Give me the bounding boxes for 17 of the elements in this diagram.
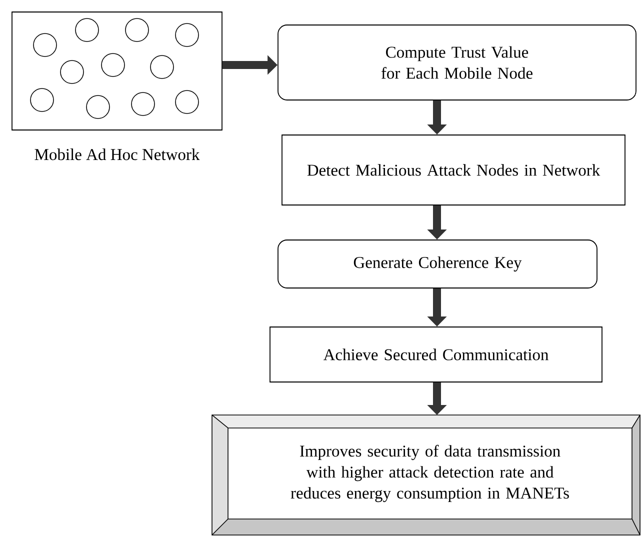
mobile-node-circle	[101, 53, 125, 77]
process-box: Achieve Secured Communication	[270, 326, 602, 382]
beveled-box: Improves security of data transmission with higher attack detection rate and reduces energy consumption in MANETs	[212, 414, 640, 536]
mobile-node-circle	[33, 33, 57, 57]
mobile-node-circle	[60, 60, 84, 84]
process-box: Generate Coherence Key	[278, 240, 598, 288]
mobile-node-circle	[75, 18, 99, 42]
mobile-node-circle	[150, 55, 174, 79]
mobile-node-circle	[125, 18, 149, 42]
mobile-node-circle	[30, 88, 54, 112]
mobile-node-circle	[131, 92, 155, 116]
mobile-node-circle	[175, 90, 199, 114]
mobile-node-circle	[175, 23, 199, 47]
process-box: Compute Trust Value for Each Mobile Node	[278, 24, 636, 100]
network-label: Mobile Ad Hoc Network	[34, 148, 200, 160]
process-box: Detect Malicious Attack Nodes in Network	[282, 134, 626, 206]
mobile-node-circle	[86, 95, 110, 119]
